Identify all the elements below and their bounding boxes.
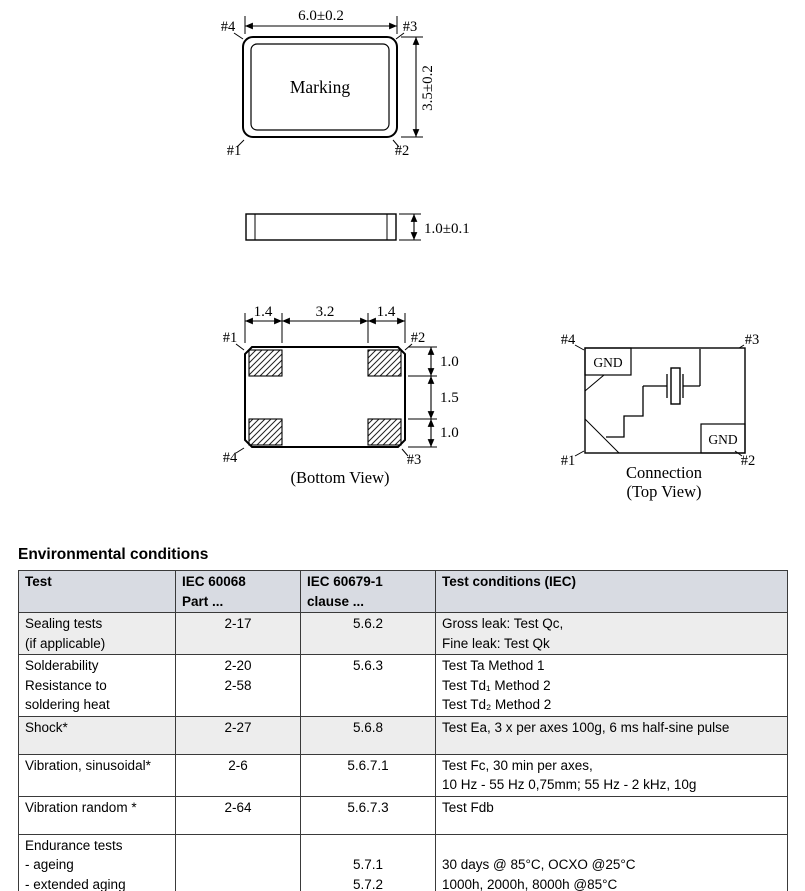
pin-label: #4 [223,450,238,466]
cell-conditions: 30 days @ 85°C, OCXO @25°C 1000h, 2000h,… [435,833,788,891]
pin-label: #1 [561,453,576,469]
crystal-symbol [606,349,701,438]
top-view-drawing: 6.0±0.2 Marking 3.5±0.2 #4 #3 #1 #2 [221,8,436,159]
marking-label: Marking [290,77,351,97]
package-lid-outline [250,43,390,131]
cell-test: Solderability Resistance to soldering he… [18,654,176,717]
section-title: Environmental conditions [18,546,209,563]
connection-drawing: #4 #3 GND GND #1 #2 [561,332,760,501]
package-body-bottom-view [244,346,406,448]
pin-label: #2 [411,330,426,346]
header-test: Test [18,570,176,613]
solder-pad [248,418,283,446]
table-row: Vibration, sinusoidal* 2-6 5.6.7.1 Test … [18,753,788,797]
cell-conditions: Test Ta Method 1 Test Td₁ Method 2 Test … [435,654,788,717]
pad-vgap-dim: 1.5 [440,390,459,406]
pin-label: #3 [407,452,422,468]
cell-part [175,833,301,891]
pin-label: #2 [395,143,410,159]
header-iec60068-part: IEC 60068 Part ... [175,570,301,613]
connection-caption-line1: Connection [626,463,702,482]
top-view-height-dim: 3.5±0.2 [420,65,436,111]
cell-part: 2-6 [175,753,301,797]
cell-test: Vibration random * [18,795,176,835]
cell-conditions: Gross leak: Test Qc, Fine leak: Test Qk [435,612,788,655]
package-body-side-view [245,213,397,241]
cell-part: 2-64 [175,795,301,835]
side-view-drawing: 1.0±0.1 [245,213,470,241]
cell-clause: 5.6.7.3 [300,795,436,835]
cell-part: 2-20 2-58 [175,654,301,717]
cell-test: Sealing tests (if applicable) [18,612,176,655]
pad4-chamfer-line [584,374,605,392]
pin-label: #1 [223,330,238,346]
cell-conditions: Test Fc, 30 min per axes, 10 Hz - 55 Hz … [435,753,788,797]
pad-height-dim: 1.0 [440,425,459,441]
pad-gap-dim: 3.2 [316,304,335,320]
pin-label: #4 [221,19,236,35]
connection-caption-line2: (Top View) [627,482,702,501]
cell-test: Vibration, sinusoidal* [18,753,176,797]
cell-clause: 5.7.1 5.7.2 [300,833,436,891]
cell-test: Endurance tests - ageing - extended agin… [18,833,176,891]
side-view-thickness-dim: 1.0±0.1 [424,221,470,237]
table-row: Solderability Resistance to soldering he… [18,654,788,717]
package-body-top-view [242,36,398,138]
cell-clause: 5.6.8 [300,715,436,755]
table-row: Vibration random * 2-64 5.6.7.3 Test Fdb [18,795,788,835]
cell-conditions: Test Fdb [435,795,788,835]
pin-label: #3 [745,332,760,348]
pin-label: #4 [561,332,576,348]
pad-height-dim: 1.0 [440,354,459,370]
bottom-view-caption: (Bottom View) [290,468,389,487]
environmental-conditions-table: Test IEC 60068 Part ... IEC 60679-1 clau… [18,570,788,891]
gnd-pad-box [584,347,632,376]
table-row: Endurance tests - ageing - extended agin… [18,833,788,891]
table-row: Shock* 2-27 5.6.8 Test Ea, 3 x per axes … [18,715,788,755]
environmental-conditions-section: Environmental conditions Test IEC 60068 … [18,546,788,891]
pad-width-dim: 1.4 [377,304,396,320]
pin-label: #2 [741,453,756,469]
gnd-pad-box [700,423,746,454]
pad1-chamfer-line [584,418,620,454]
cell-test: Shock* [18,715,176,755]
cell-part: 2-17 [175,612,301,655]
cell-part: 2-27 [175,715,301,755]
header-test-conditions: Test conditions (IEC) [435,570,788,613]
cell-clause: 5.6.3 [300,654,436,717]
mechanical-drawings: 6.0±0.2 Marking 3.5±0.2 #4 #3 #1 #2 [221,8,760,501]
solder-pad [367,349,402,377]
gnd-label: GND [708,432,737,447]
header-iec60679-clause: IEC 60679-1 clause ... [300,570,436,613]
solder-pad [367,418,402,446]
bottom-view-drawing: 1.4 3.2 1.4 #1 #2 1.0 1.5 1.0 #4 #3 [223,304,459,487]
pin-label: #3 [403,19,418,35]
top-view-width-dim: 6.0±0.2 [298,8,344,24]
connection-body-outline [584,347,746,454]
cell-clause: 5.6.2 [300,612,436,655]
cell-clause: 5.6.7.1 [300,753,436,797]
cell-conditions: Test Ea, 3 x per axes 100g, 6 ms half-si… [435,715,788,755]
table-header-row: Test IEC 60068 Part ... IEC 60679-1 clau… [18,570,788,613]
gnd-label: GND [593,355,622,370]
table-row: Sealing tests (if applicable) 2-17 5.6.2… [18,612,788,655]
pad-width-dim: 1.4 [254,304,273,320]
solder-pad [248,349,283,377]
